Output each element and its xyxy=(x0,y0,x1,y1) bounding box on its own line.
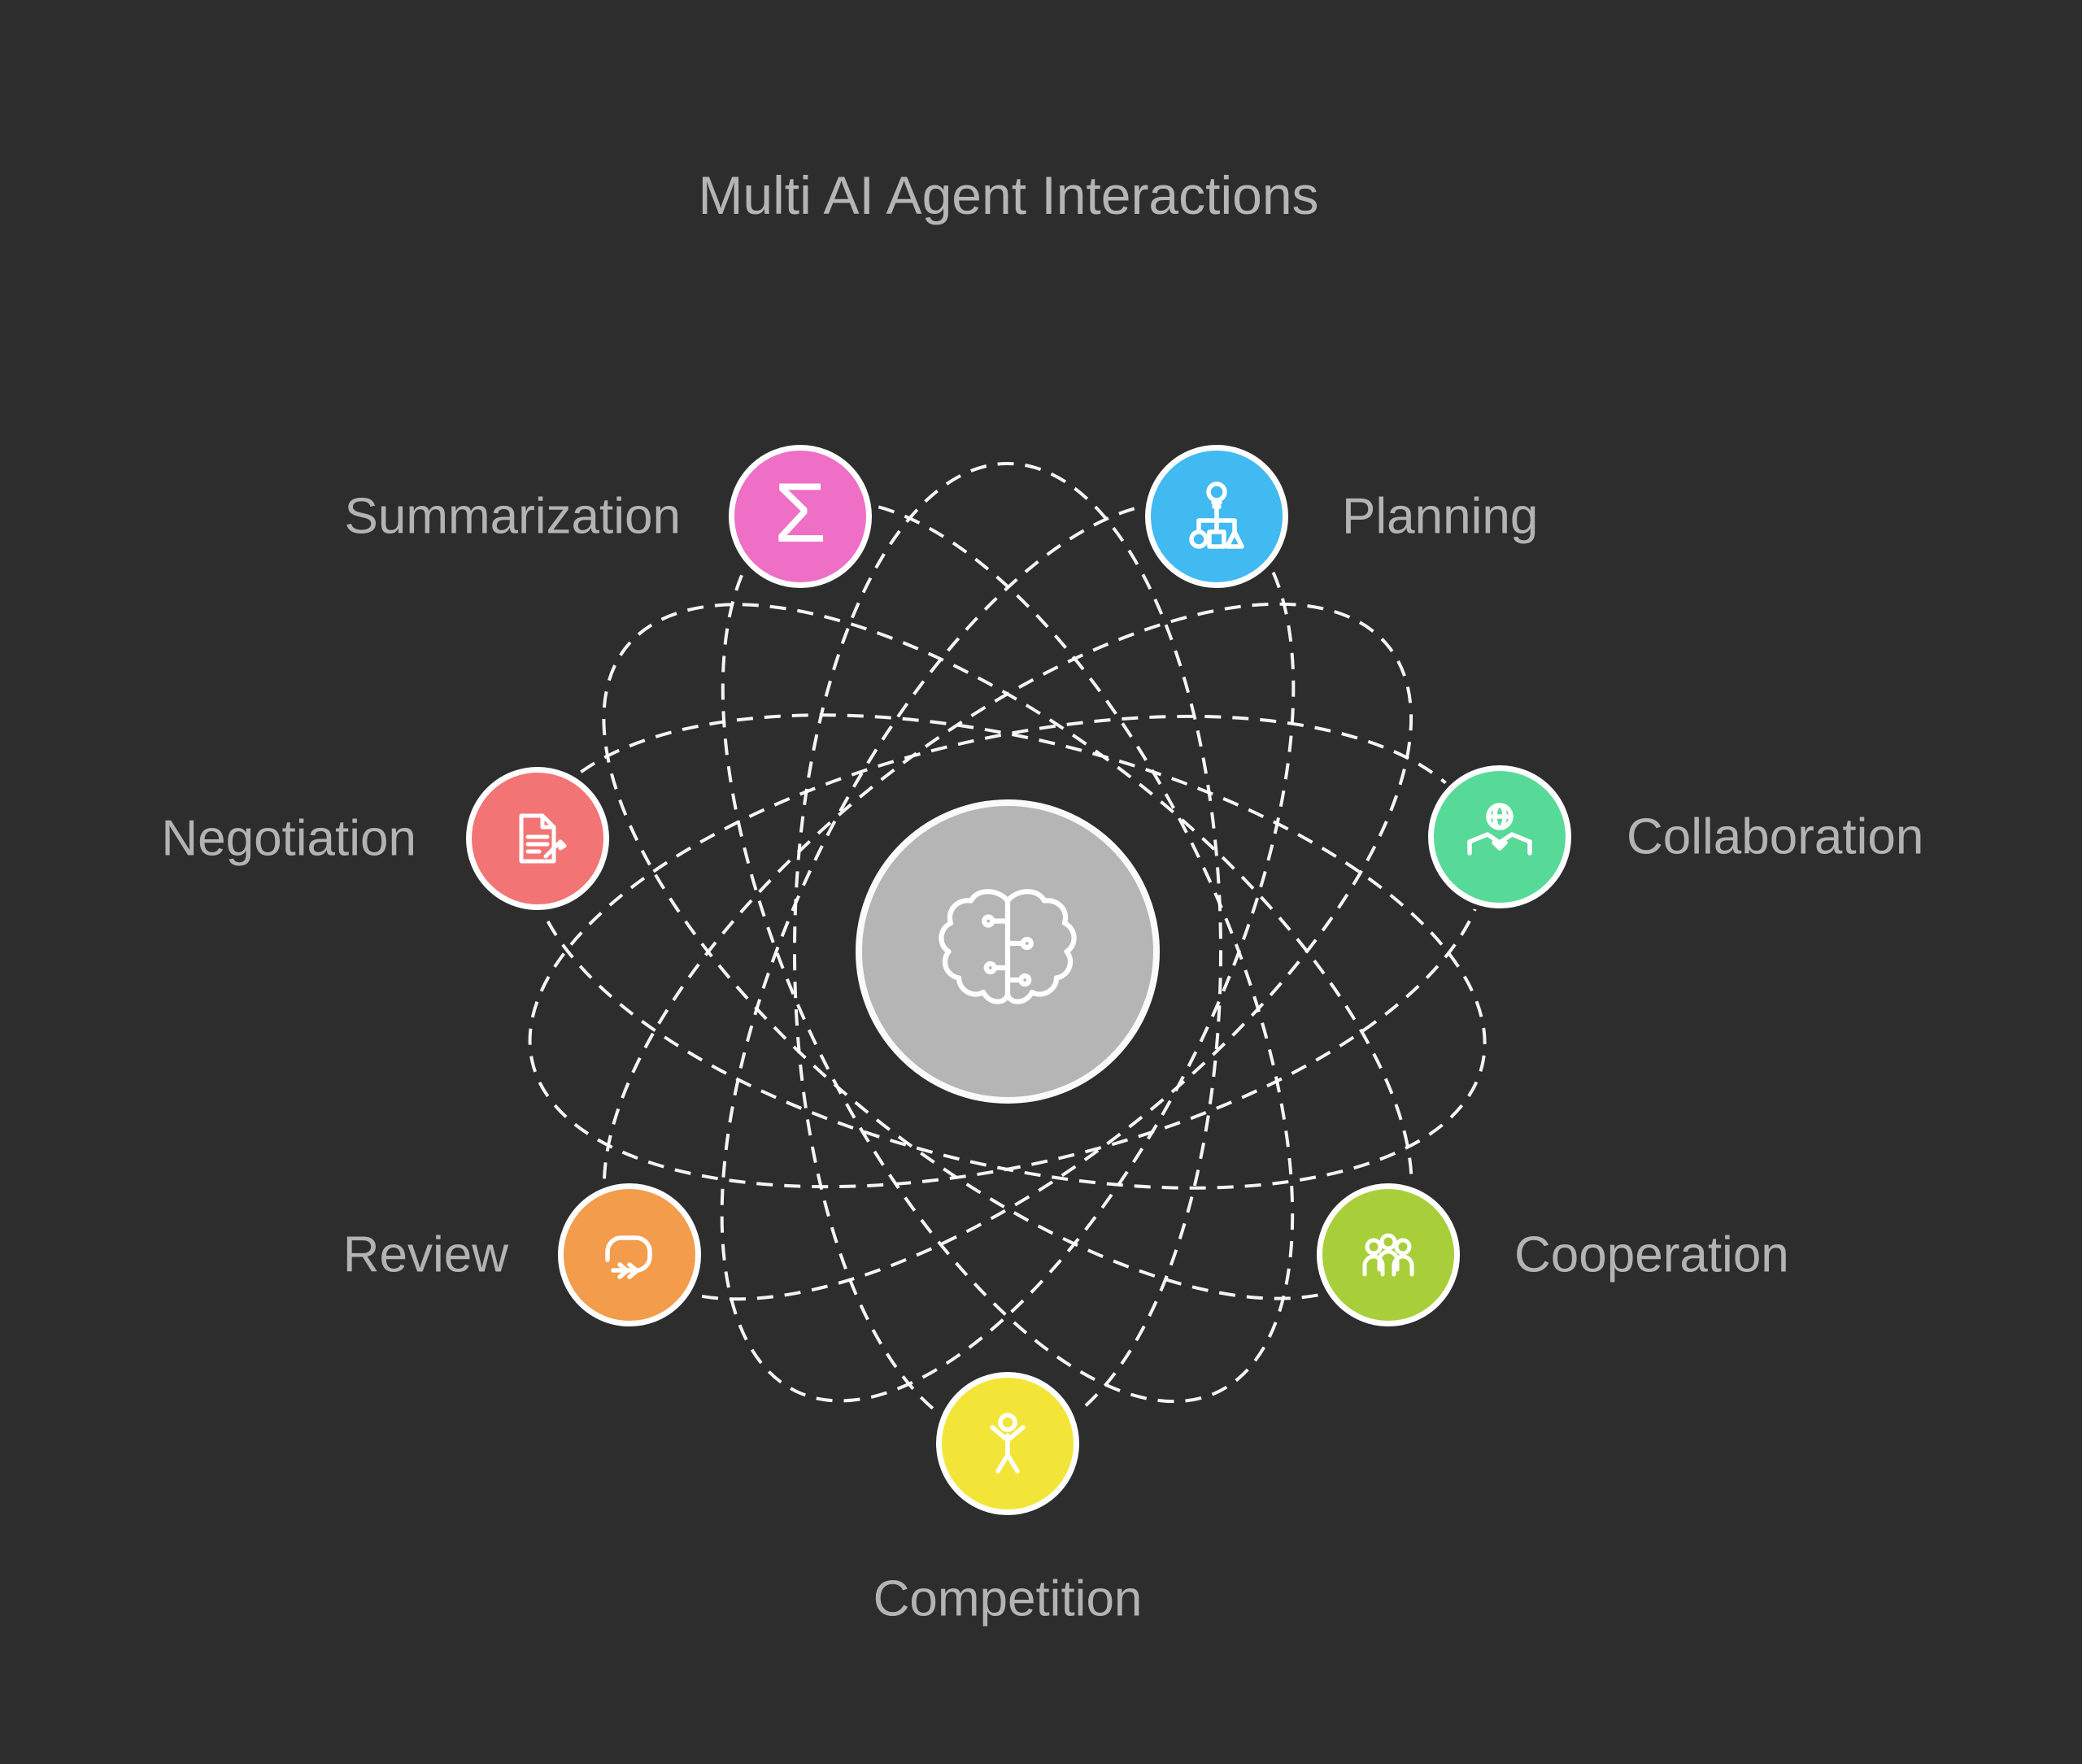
center-node xyxy=(856,799,1160,1104)
strategy-flowchart-icon xyxy=(1189,481,1244,549)
node-cooperation xyxy=(1317,1183,1460,1326)
brain-circuit-icon xyxy=(939,889,1077,1004)
winner-person-icon xyxy=(990,1413,1026,1474)
node-collaboration xyxy=(1428,765,1571,908)
node-planning xyxy=(1145,445,1288,588)
node-competition xyxy=(936,1372,1079,1515)
label-cooperation: Cooperation xyxy=(1514,1226,1789,1283)
people-group-icon xyxy=(1362,1233,1414,1277)
cycle-arrow-icon xyxy=(605,1235,652,1279)
label-competition: Competition xyxy=(873,1570,1143,1627)
node-negotiation xyxy=(466,767,609,910)
node-review xyxy=(558,1183,701,1326)
handshake-globe-icon xyxy=(1467,803,1532,856)
sigma-icon: Σ xyxy=(773,466,827,560)
contract-pen-icon xyxy=(519,813,567,864)
label-review: Review xyxy=(342,1226,508,1283)
node-summarization: Σ xyxy=(729,445,872,588)
label-summarization: Summarization xyxy=(344,488,681,545)
label-planning: Planning xyxy=(1342,488,1539,545)
diagram-title: Multi AI Agent Interactions xyxy=(698,165,1319,225)
label-negotiation: Negotiation xyxy=(161,810,416,867)
label-collaboration: Collaboration xyxy=(1627,808,1924,865)
